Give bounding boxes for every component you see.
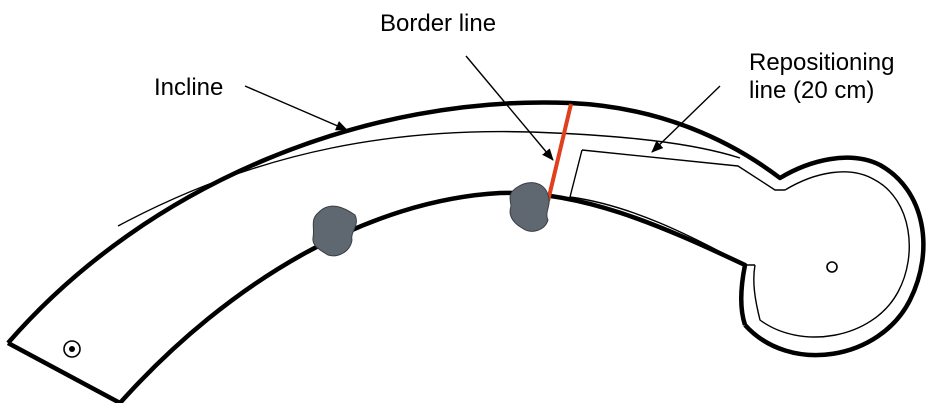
obstacle-blob-left — [312, 205, 357, 257]
repositioning-zone — [569, 149, 785, 266]
track-inner-edge — [118, 190, 748, 403]
border-line — [546, 103, 573, 202]
track-start-cap — [6, 341, 122, 403]
obstacle-blob-right — [509, 182, 550, 232]
start-marker-icon — [63, 340, 81, 358]
arrow-border-line — [465, 55, 554, 161]
label-repositioning-line-1: Repositioning — [749, 49, 894, 76]
goal-marker-icon — [826, 261, 838, 273]
goal-area-inner-outline — [753, 171, 910, 338]
label-border-line: Border line — [380, 10, 496, 37]
track-outer-edge — [6, 100, 926, 358]
incline-line — [117, 130, 741, 227]
arrow-repositioning — [651, 85, 721, 153]
label-incline: Incline — [154, 74, 223, 101]
label-repositioning-line-2: line (20 cm) — [749, 77, 874, 104]
arrow-incline — [244, 85, 348, 131]
